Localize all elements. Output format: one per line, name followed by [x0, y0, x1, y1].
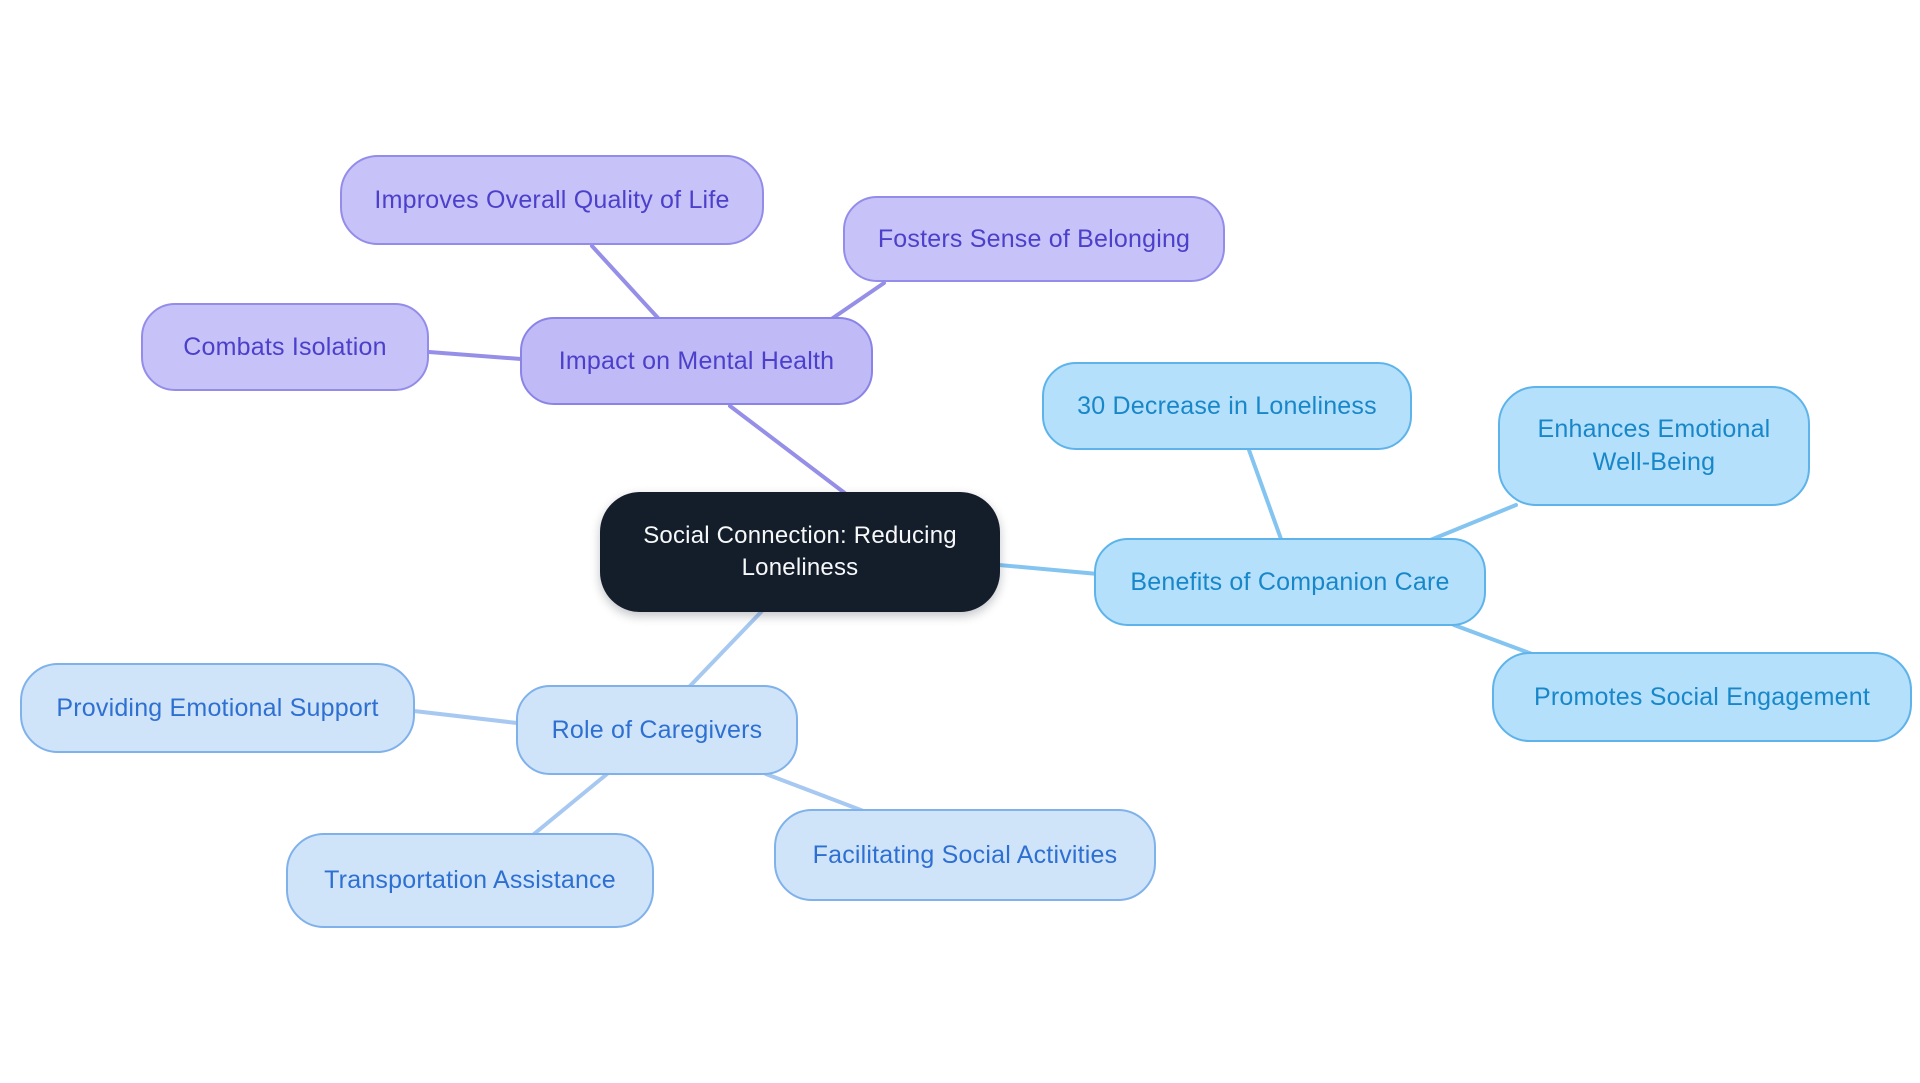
node-central-topic[interactable]: Social Connection: Reducing Loneliness: [600, 492, 1000, 612]
node-transportation-assistance[interactable]: Transportation Assistance: [286, 833, 654, 928]
node-enhances-emotional-well-being[interactable]: Enhances Emotional Well-Being: [1498, 386, 1810, 506]
node-improves-overall-quality-of-life[interactable]: Improves Overall Quality of Life: [340, 155, 764, 245]
node-providing-emotional-support[interactable]: Providing Emotional Support: [20, 663, 415, 753]
edge-role-providing: [412, 709, 519, 725]
facilitating-social-activities-label: Facilitating Social Activities: [812, 840, 1118, 869]
edge-central-benefits: [997, 563, 1100, 576]
edge-benefits-promotes: [1452, 623, 1534, 656]
improves-overall-quality-of-life-label: Improves Overall Quality of Life: [374, 185, 730, 214]
edge-role-transportation: [532, 772, 609, 836]
edge-benefits-decrease: [1247, 448, 1283, 541]
promotes-social-engagement-label: Promotes Social Engagement: [1534, 682, 1870, 711]
node-impact-on-mental-health[interactable]: Impact on Mental Health: [520, 317, 873, 405]
edge-role-facilitating: [764, 772, 868, 814]
30-decrease-in-loneliness-label: 30 Decrease in Loneliness: [1077, 391, 1377, 420]
node-promotes-social-engagement[interactable]: Promotes Social Engagement: [1492, 652, 1912, 742]
role-of-caregivers-label: Role of Caregivers: [551, 715, 763, 744]
edge-central-role: [688, 609, 764, 688]
node-facilitating-social-activities[interactable]: Facilitating Social Activities: [774, 809, 1156, 901]
node-30-decrease-in-loneliness[interactable]: 30 Decrease in Loneliness: [1042, 362, 1412, 450]
edge-central-impact: [728, 404, 848, 496]
enhances-emotional-well-being-label: Enhances Emotional Well-Being: [1537, 415, 1771, 476]
node-combats-isolation[interactable]: Combats Isolation: [141, 303, 429, 391]
fosters-sense-of-belonging-label: Fosters Sense of Belonging: [877, 224, 1191, 253]
edge-impact-improves: [590, 244, 660, 320]
providing-emotional-support-label: Providing Emotional Support: [56, 693, 379, 722]
node-role-of-caregivers[interactable]: Role of Caregivers: [516, 685, 798, 775]
combats-isolation-label: Combats Isolation: [183, 332, 387, 361]
central-topic-label: Social Connection: Reducing Loneliness: [643, 522, 957, 581]
node-fosters-sense-of-belonging[interactable]: Fosters Sense of Belonging: [843, 196, 1225, 282]
benefits-of-companion-care-label: Benefits of Companion Care: [1130, 567, 1450, 596]
impact-on-mental-health-label: Impact on Mental Health: [558, 346, 835, 375]
node-benefits-of-companion-care[interactable]: Benefits of Companion Care: [1094, 538, 1486, 626]
transportation-assistance-label: Transportation Assistance: [324, 866, 616, 894]
edge-impact-combats: [427, 350, 523, 361]
edge-impact-fosters: [828, 281, 886, 322]
edge-benefits-enhances: [1426, 503, 1518, 543]
